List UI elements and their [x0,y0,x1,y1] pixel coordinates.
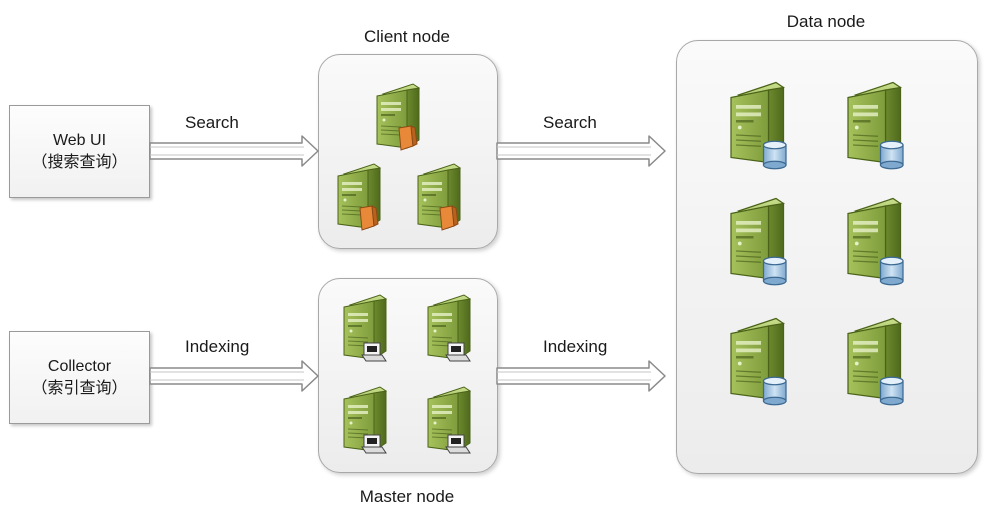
data-node-title: Data node [786,12,866,31]
client-node-title: Client node [363,27,450,46]
web-ui-box: Web UI （搜索查询） [9,105,150,198]
master-node-title: Master node [359,487,455,506]
master-server-icon [344,387,386,453]
master-server-icon [428,295,470,361]
data-node-panel [676,40,978,474]
data-server-icon [848,199,903,285]
web-ui-title: Web UI [52,131,107,149]
client-server-icon [418,164,460,230]
data-server-icon [848,83,903,169]
search-in-arrow [149,135,319,167]
indexing-in-label: Indexing [185,337,250,356]
indexing-out-label: Indexing [543,337,608,356]
data-server-icon [731,83,786,169]
collector-subtitle: （索引查询） [31,379,128,397]
data-server-icon [731,319,786,405]
client-server-icon [377,84,419,150]
data-server-icon [848,319,903,405]
web-ui-subtitle: （搜索查询） [31,153,128,171]
master-server-icon [428,387,470,453]
search-out-arrow [496,135,666,167]
search-out-label: Search [543,113,597,132]
search-in-label: Search [185,113,239,132]
indexing-in-arrow [149,360,319,392]
master-server-icon [344,295,386,361]
data-server-icon [731,199,786,285]
client-server-icon [338,164,380,230]
collector-title: Collector [47,357,112,375]
indexing-out-arrow [496,360,666,392]
